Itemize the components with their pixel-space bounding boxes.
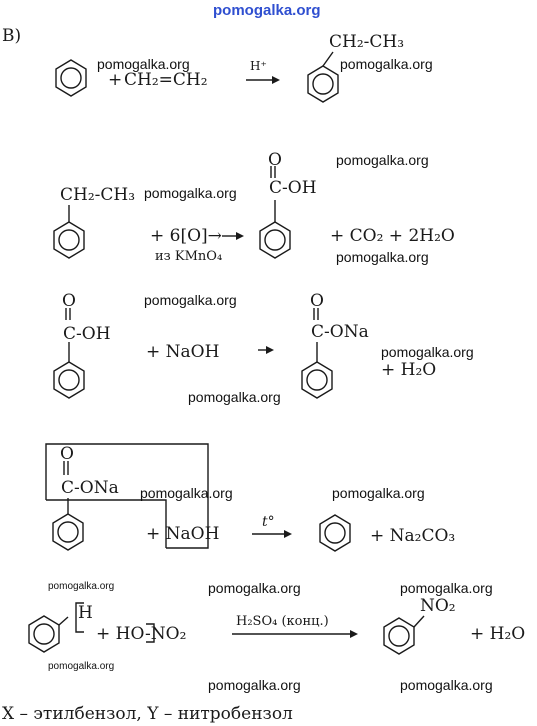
r5-reagent: + HO-NO₂ <box>96 624 187 644</box>
h-bracket-left <box>75 602 84 633</box>
r1-condition: H⁺ <box>250 59 267 73</box>
watermark: pomogalka.org <box>336 152 429 168</box>
watermark: pomogalka.org <box>400 580 493 596</box>
r3-product-group: C-ONa <box>311 322 369 342</box>
r2-product-group: C-OH <box>269 178 317 198</box>
watermark: pomogalka.org <box>48 661 115 672</box>
arrow-5-head <box>350 630 358 638</box>
r4-byproduct: + Na₂CO₃ <box>370 526 456 546</box>
watermark: pomogalka.org <box>208 580 301 596</box>
watermark: pomogalka.org <box>97 56 190 72</box>
benzene-ring-1 <box>55 59 87 97</box>
r1-ethylene: CH₂=CH₂ <box>124 70 208 90</box>
r5-product-group: NO₂ <box>420 596 456 616</box>
reaction-box-outer <box>45 443 209 549</box>
watermark-top: pomogalka.org <box>213 2 321 19</box>
watermark: pomogalka.org <box>400 677 493 693</box>
r5-byproduct: + H₂O <box>470 624 526 644</box>
benzene-ring-4 <box>319 514 351 552</box>
r3-product-oxygen: O <box>310 291 324 311</box>
watermark: pomogalka.org <box>332 485 425 501</box>
ethylbenzene-ring-2 <box>53 205 85 259</box>
watermark: pomogalka.org <box>336 249 429 265</box>
watermark: pomogalka.org <box>188 389 281 405</box>
watermark: pomogalka.org <box>381 344 474 360</box>
reaction-box-inner <box>46 499 167 548</box>
arrow-4-head <box>284 530 292 538</box>
sodium-benzoate-ring-4 <box>52 461 84 551</box>
r3-reactant-oxygen: O <box>62 291 76 311</box>
r1-product-substituent: CH₂-CH₃ <box>329 32 405 52</box>
sodium-benzoate-ring-3 <box>301 308 333 399</box>
ho-bracket-right <box>146 623 155 643</box>
r5-reactant-h: H <box>78 603 93 623</box>
r4-condition: t° <box>262 514 275 530</box>
section-label: В) <box>2 26 22 46</box>
r3-reagent: + NaOH <box>146 342 220 362</box>
watermark: pomogalka.org <box>144 292 237 308</box>
r3-reactant-group: C-OH <box>63 324 111 344</box>
r1-plus: + <box>108 70 123 90</box>
watermark: pomogalka.org <box>48 581 115 592</box>
r2-oxidant-source: из KMnO₄ <box>155 249 223 264</box>
benzoic-acid-ring-3 <box>53 308 85 399</box>
ethylbenzene-ring-1 <box>307 51 339 103</box>
watermark: pomogalka.org <box>208 677 301 693</box>
r2-oxidant: + 6[O]→ <box>150 226 222 246</box>
r4-reactant-group: C-ONa <box>61 478 119 498</box>
r4-reagent: + NaOH <box>146 524 220 544</box>
arrow-3-head <box>266 346 274 354</box>
r2-byproducts: + CO₂ + 2H₂O <box>330 226 455 246</box>
nitrobenzene-ring-5 <box>383 615 425 655</box>
arrow-1-head <box>272 76 280 84</box>
benzene-ring-5 <box>28 615 69 653</box>
arrow-2-head <box>236 232 244 240</box>
r5-condition: H₂SO₄ (конц.) <box>236 614 329 629</box>
watermark: pomogalka.org <box>144 185 237 201</box>
watermark: pomogalka.org <box>340 56 433 72</box>
watermark: pomogalka.org <box>140 485 233 501</box>
benzoic-acid-ring-2 <box>259 166 291 259</box>
conclusion-text: X – этилбензол, Y – нитробензол <box>2 704 293 724</box>
r4-reactant-oxygen: O <box>60 444 74 464</box>
r2-reactant-substituent: CH₂-CH₃ <box>60 185 136 205</box>
r3-byproduct: + H₂O <box>381 360 437 380</box>
r2-product-oxygen: O <box>268 150 282 170</box>
